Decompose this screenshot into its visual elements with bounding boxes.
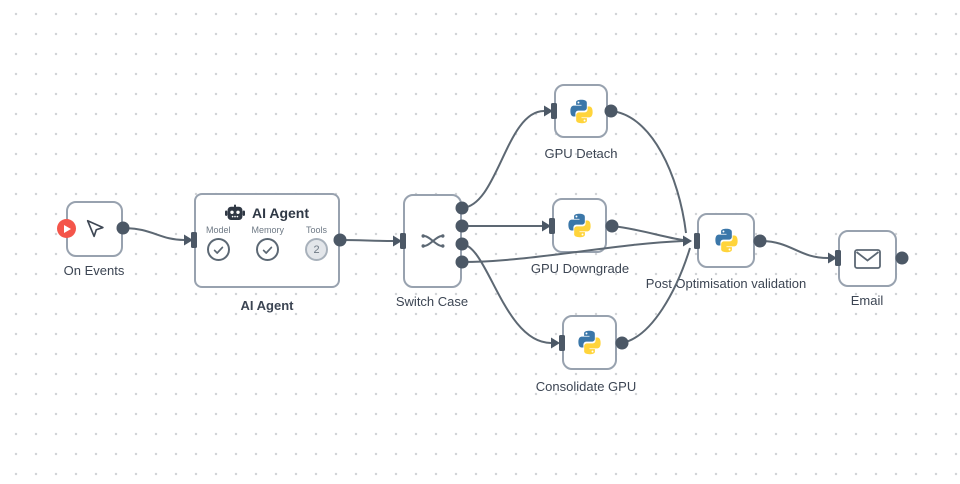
output-port-email[interactable] (895, 251, 909, 265)
connection-gpudowngrade-postoptimisation[interactable] (611, 225, 684, 241)
node-label-switch-case: Switch Case (395, 294, 469, 309)
ai-agent-header: AI Agent (196, 204, 338, 221)
tools-count-badge[interactable]: 2 (305, 238, 328, 261)
port-label-tools: Tools (305, 225, 327, 235)
node-label-email: Email (850, 293, 884, 308)
node-switch-case[interactable] (403, 194, 462, 288)
input-port-post-optimisation[interactable] (683, 235, 692, 247)
robot-icon (224, 204, 245, 220)
node-label-on-events: On Events (63, 263, 125, 278)
port-label-memory: Memory (251, 225, 285, 235)
port-label-model: Model (206, 225, 231, 235)
ai-agent-port-model[interactable]: Model (206, 225, 231, 261)
node-gpu-downgrade[interactable] (552, 198, 607, 253)
switch-icon (421, 234, 444, 248)
python-icon (568, 98, 595, 125)
node-label-gpu-downgrade: GPU Downgrade (530, 261, 630, 276)
input-port-gpu-detach[interactable] (544, 105, 553, 117)
node-label-consolidate-gpu: Consolidate GPU (535, 379, 637, 394)
memory-check-icon[interactable] (256, 238, 280, 261)
connection-onevents-aiagent[interactable] (122, 227, 185, 241)
node-post-optimisation-validation[interactable] (697, 213, 755, 268)
input-port-ai-agent[interactable] (184, 234, 193, 246)
node-gpu-detach[interactable] (554, 84, 608, 138)
python-icon (713, 227, 740, 254)
node-ai-agent[interactable]: AI Agent Model Memory Tools 2 (194, 193, 340, 288)
ai-agent-title: AI Agent (251, 204, 310, 221)
input-port-switch-case[interactable] (393, 235, 402, 247)
connection-postoptimisation-email[interactable] (759, 240, 829, 259)
connection-switch-gpudetach[interactable] (461, 110, 545, 209)
connection-aiagent-switch[interactable] (339, 239, 394, 242)
mouse-pointer-icon (86, 219, 104, 238)
python-icon (576, 329, 603, 356)
node-consolidate-gpu[interactable] (562, 315, 617, 370)
input-port-consolidate-gpu[interactable] (551, 337, 560, 349)
python-icon (566, 212, 593, 239)
play-icon (64, 224, 71, 233)
input-port-gpu-downgrade[interactable] (542, 220, 551, 232)
ai-agent-port-memory[interactable]: Memory (251, 225, 285, 261)
input-port-email[interactable] (828, 252, 837, 264)
model-check-icon[interactable] (206, 238, 230, 261)
connection-gpudetach-postoptimisation[interactable] (610, 110, 687, 234)
node-label-gpu-detach: GPU Detach (544, 146, 618, 161)
node-email[interactable] (838, 230, 897, 287)
ai-agent-ports: Model Memory Tools 2 (206, 225, 328, 261)
trigger-play-button[interactable] (57, 219, 76, 238)
ai-agent-port-tools[interactable]: Tools 2 (305, 225, 328, 261)
node-label-post-optimisation-validation: Post Optimisation validation (645, 276, 807, 291)
connection-switch-postoptimisation[interactable] (461, 240, 684, 263)
connection-consolidategpu-postoptimisation[interactable] (621, 247, 691, 344)
connection-switch-consolidategpu[interactable] (461, 243, 552, 344)
node-label-ai-agent: AI Agent (240, 298, 294, 313)
envelope-icon (854, 248, 881, 269)
